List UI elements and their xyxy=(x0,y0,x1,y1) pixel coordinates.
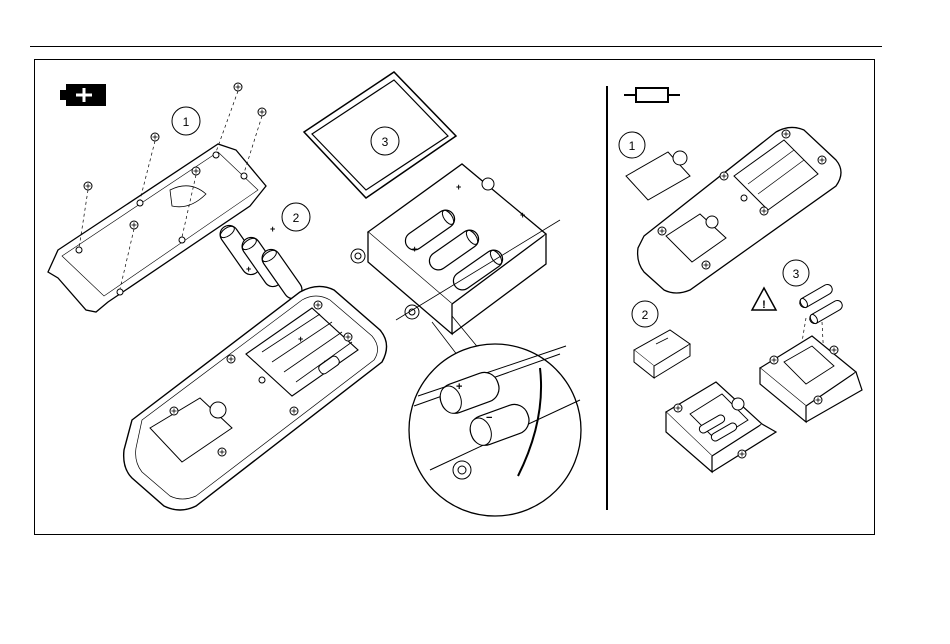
svg-text:+: + xyxy=(246,264,251,274)
svg-text:+: + xyxy=(412,244,417,254)
svg-text:!: ! xyxy=(762,299,766,311)
magnified-detail: + − xyxy=(409,316,581,516)
svg-text:+: + xyxy=(456,381,462,393)
right-step-marker-2: 2 xyxy=(632,301,658,327)
svg-text:+: + xyxy=(520,210,525,220)
fuse-compartment-right xyxy=(760,336,862,422)
fuse-icon xyxy=(624,88,680,102)
right-step-marker-1: 1 xyxy=(619,132,645,158)
screw-icon xyxy=(258,108,266,116)
right-step-marker-3: 3 xyxy=(783,260,809,286)
right-step-marker-1-label: 1 xyxy=(629,139,636,153)
svg-text:+: + xyxy=(270,224,275,234)
warning-triangle-icon: ! xyxy=(752,288,776,311)
battery-icon xyxy=(60,84,106,106)
left-panel: 1 xyxy=(48,72,581,516)
left-step-marker-3: 3 xyxy=(371,127,399,155)
screw-icon xyxy=(130,221,138,229)
right-step-marker-3-label: 3 xyxy=(793,267,800,281)
left-step-marker-1-label: 1 xyxy=(183,115,190,129)
fuse-cover-block xyxy=(634,330,690,378)
battery-holder: + + + xyxy=(351,164,560,334)
svg-text:+: + xyxy=(456,182,461,192)
meter-back-open: + + xyxy=(124,286,387,510)
screw-icon xyxy=(84,182,92,190)
left-step-marker-1: 1 xyxy=(172,107,200,135)
left-step-marker-2: 2 xyxy=(282,203,310,231)
left-step-marker-3-label: 3 xyxy=(382,135,389,149)
svg-text:+: + xyxy=(298,334,303,344)
right-panel: 1 2 xyxy=(619,88,862,472)
removed-fuse-door xyxy=(626,151,690,200)
left-step-marker-2-label: 2 xyxy=(293,211,300,225)
screw-icon xyxy=(192,167,200,175)
screw-icon xyxy=(151,133,159,141)
screw-icon xyxy=(234,83,242,91)
loose-batteries: + + xyxy=(217,222,306,302)
right-step-marker-2-label: 2 xyxy=(642,308,649,322)
fuse-compartment-left xyxy=(666,382,776,472)
svg-text:−: − xyxy=(486,412,492,424)
